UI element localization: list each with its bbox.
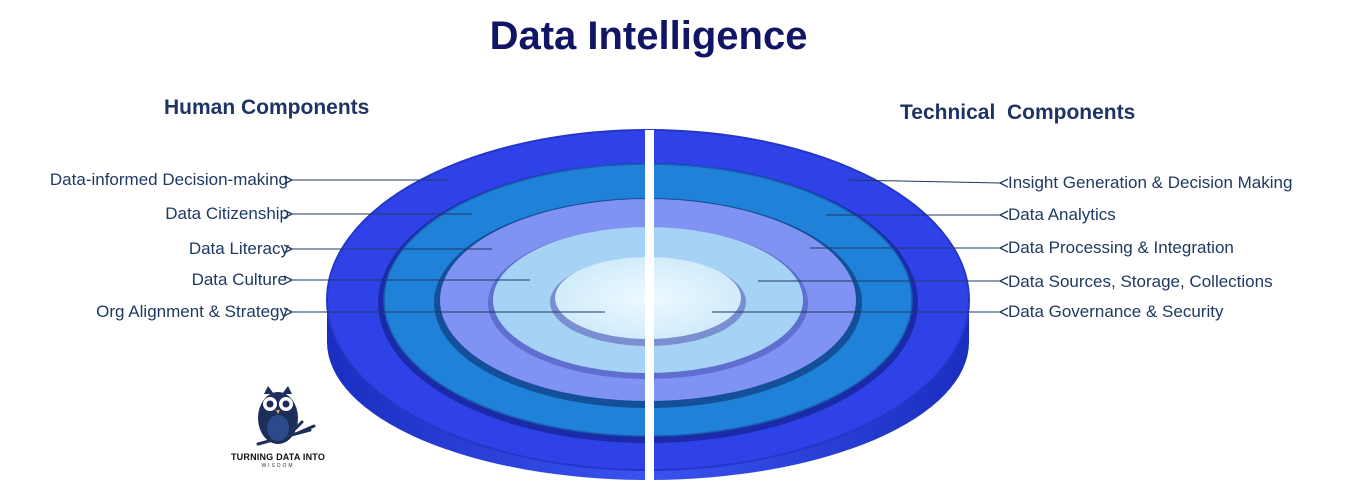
human-label-alignment: Org Alignment & Strategy [96,302,288,321]
human-components-heading: Human Components [164,96,370,119]
page-title: Data Intelligence [489,14,808,58]
human-label-citizenship: Data Citizenship [165,204,289,223]
logo-text-line2: WISDOM [261,463,295,469]
human-label-culture: Data Culture [191,270,287,289]
logo-text-line1: TURNING DATA INTO [230,452,326,462]
technical-label-governance: Data Governance & Security [1008,302,1224,321]
human-label-decision-making: Data-informed Decision-making [49,170,288,189]
human-label-literacy: Data Literacy [188,239,289,258]
technical-arrows [712,180,1000,312]
technical-label-sources: Data Sources, Storage, Collections [1008,272,1273,291]
split-gap [645,130,654,490]
logo: TURNING DATA INTO WISDOM [218,384,338,474]
human-arrows [292,180,605,312]
owl-icon [256,386,316,446]
technical-components-heading: Technical Components [900,101,1136,124]
technical-label-insight: Insight Generation & Decision Making [1008,173,1293,192]
technical-label-analytics: Data Analytics [1008,205,1116,224]
technical-label-processing: Data Processing & Integration [1008,238,1234,257]
